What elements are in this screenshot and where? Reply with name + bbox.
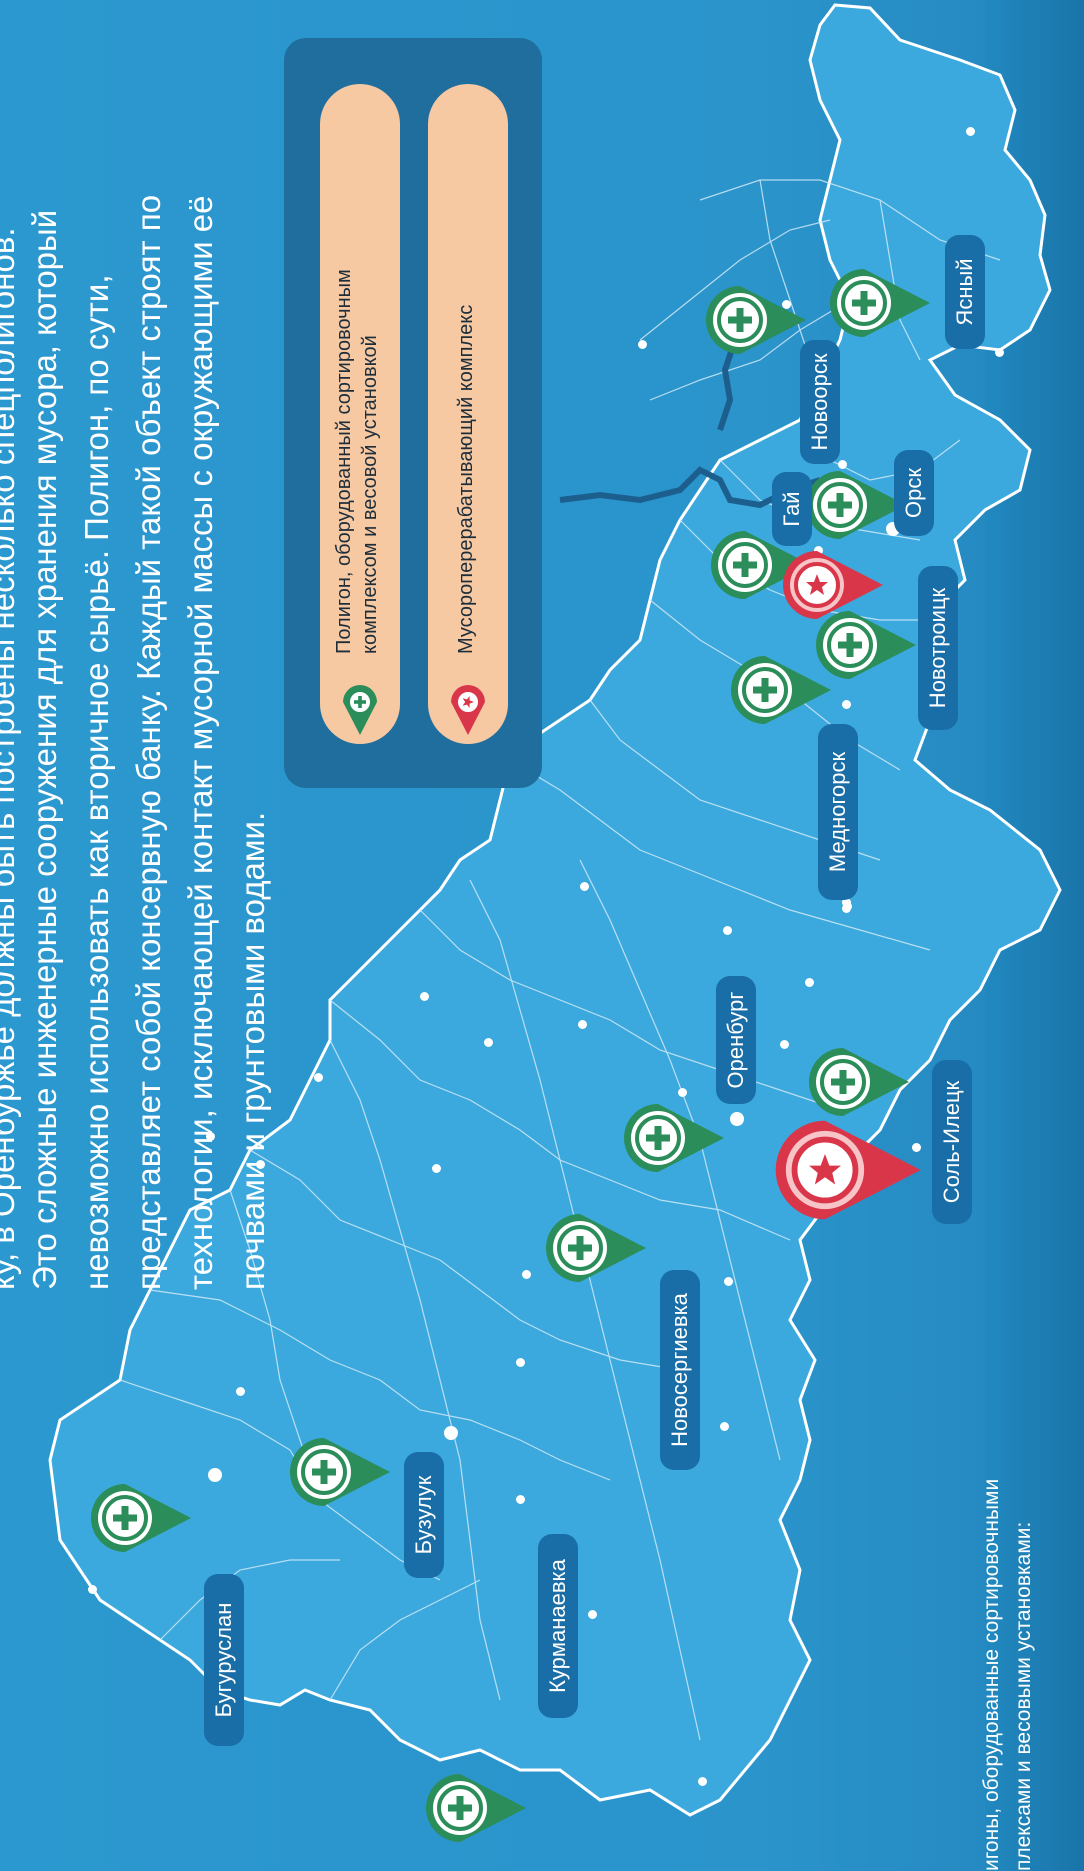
city-label-mednogorsk: Медногорск bbox=[818, 724, 858, 900]
legend-complex-item: Мусороперерабатывающий комплекс bbox=[428, 84, 508, 744]
town-dot bbox=[256, 1160, 265, 1169]
town-dot bbox=[638, 340, 647, 349]
city-label-yasny: Ясный bbox=[945, 235, 985, 349]
town-dot bbox=[698, 1777, 707, 1786]
town-dot bbox=[842, 700, 851, 709]
town-dot bbox=[782, 300, 791, 309]
town-dot bbox=[516, 1358, 525, 1367]
city-label-buzuluk: Бузулук bbox=[404, 1452, 444, 1578]
town-dot bbox=[432, 1164, 441, 1173]
city-label-buguruslan: Бугуруслан bbox=[204, 1574, 244, 1746]
town-dot bbox=[578, 1020, 587, 1029]
city-label-novotroitsk: Новотроицк bbox=[918, 566, 958, 730]
city-label-sol-iletsk: Соль-Илецк bbox=[932, 1060, 972, 1224]
city-label-orenburg: Оренбург bbox=[716, 976, 756, 1104]
town-dot bbox=[842, 904, 851, 913]
town-dot bbox=[484, 1038, 493, 1047]
town-dot bbox=[522, 1270, 531, 1279]
town-dot bbox=[838, 460, 847, 469]
town-dot bbox=[966, 127, 975, 136]
legend-polygon-item: Полигон, оборудованный сортировочным ком… bbox=[320, 84, 400, 744]
town-dot bbox=[724, 1277, 733, 1286]
town-dot bbox=[678, 1088, 687, 1097]
town-dot bbox=[236, 1387, 245, 1396]
town-dot bbox=[995, 348, 1004, 357]
legend-complex-pin-icon bbox=[451, 685, 485, 735]
town-dot bbox=[88, 1585, 97, 1594]
intro-line-5: технологии, исключающей контакт мусорной… bbox=[182, 195, 219, 1290]
legend-complex-text: Мусороперерабатывающий комплекс bbox=[455, 304, 477, 654]
city-dot-orenburg bbox=[730, 1112, 744, 1126]
town-dot bbox=[648, 1138, 657, 1147]
town-dot bbox=[588, 1610, 597, 1619]
legend-polygon-text-2: комплексом и весовой установкой bbox=[359, 335, 381, 654]
town-dot bbox=[912, 1143, 921, 1152]
intro-line-3: невозможно использовать как вторичное сы… bbox=[78, 274, 115, 1290]
city-label-kurmanaevka: Курманаевка bbox=[538, 1534, 578, 1718]
town-dot bbox=[780, 1040, 789, 1049]
town-dot bbox=[580, 882, 589, 891]
town-dot bbox=[420, 992, 429, 1001]
town-dot bbox=[206, 1132, 215, 1141]
bottom-text-2: плексами и весовыми установками: bbox=[1012, 1521, 1035, 1871]
city-label-novosergievka: Новосергиевка bbox=[660, 1270, 700, 1470]
city-label-novoorsk: Новоорск bbox=[800, 340, 840, 464]
town-dot bbox=[720, 1422, 729, 1431]
town-dot bbox=[516, 1495, 525, 1504]
city-label-orsk: Орск bbox=[894, 450, 934, 536]
town-dot bbox=[723, 926, 732, 935]
town-dot bbox=[314, 1073, 323, 1082]
legend-polygon-pin-icon bbox=[343, 685, 377, 735]
bottom-text-1: игоны, оборудованные сортировочными bbox=[980, 1478, 1003, 1871]
legend-polygon-text-1: Полигон, оборудованный сортировочным bbox=[333, 269, 355, 654]
city-dot-buzuluk bbox=[444, 1426, 458, 1440]
city-label-gai: Гай bbox=[772, 472, 812, 546]
intro-line-2: Это сложные инженерные сооружения для хр… bbox=[26, 209, 63, 1290]
city-dot-buguruslan bbox=[208, 1468, 222, 1482]
legend: Полигон, оборудованный сортировочным ком… bbox=[284, 38, 542, 788]
intro-line-6: почвами и грунтовыми водами. bbox=[234, 811, 271, 1290]
town-dot bbox=[814, 546, 823, 555]
town-dot bbox=[830, 630, 839, 639]
town-dot bbox=[805, 978, 814, 987]
intro-line-4: представляет собой консервную банку. Каж… bbox=[130, 194, 167, 1290]
